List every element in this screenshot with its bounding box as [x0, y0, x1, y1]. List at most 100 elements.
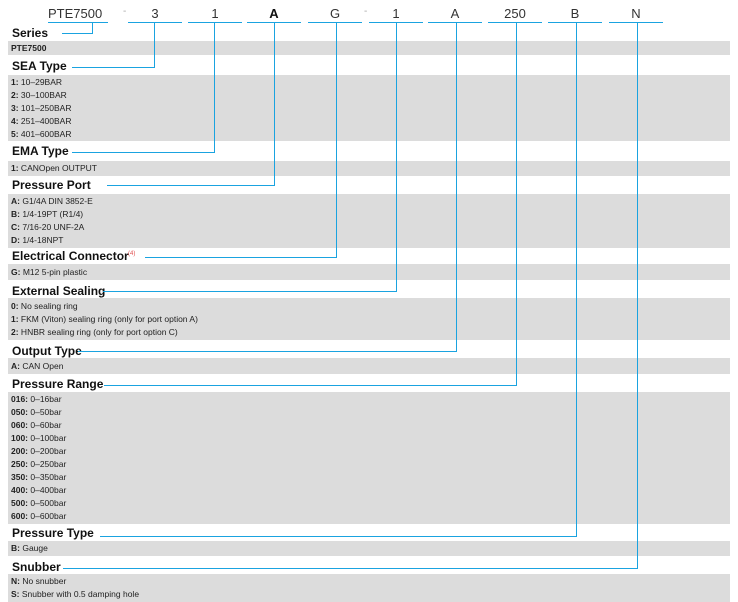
- code-sea-type: 3: [151, 6, 159, 21]
- connector-line: [576, 22, 577, 536]
- option-line: C: 7/16-20 UNF-2A: [11, 221, 84, 234]
- option-text: No snubber: [19, 576, 67, 586]
- option-line: 2: 30–100BAR: [11, 89, 67, 102]
- option-key: 200:: [11, 446, 29, 456]
- option-key: 350:: [11, 472, 29, 482]
- series-options-band: [8, 41, 730, 55]
- option-key: B:: [11, 543, 20, 553]
- ema-type-options-band: [8, 161, 730, 176]
- option-key: 0:: [11, 301, 19, 311]
- pressure-port-options-band: [8, 194, 730, 248]
- option-line: 2: HNBR sealing ring (only for port opti…: [11, 326, 178, 339]
- option-key: 400:: [11, 485, 29, 495]
- option-line: A: CAN Open: [11, 360, 63, 373]
- option-text: Gauge: [19, 543, 48, 553]
- option-line: 250: 0–250bar: [11, 458, 66, 471]
- option-line: G: M12 5-pin plastic: [11, 266, 87, 279]
- option-line: A: G1/4A DIN 3852-E: [11, 195, 93, 208]
- option-text: 251–400BAR: [18, 116, 72, 126]
- option-text: CAN Open: [19, 361, 64, 371]
- option-text: 10–29BAR: [18, 77, 63, 87]
- option-text: 0–400bar: [28, 485, 67, 495]
- section-title-snubber: Snubber: [12, 560, 61, 574]
- connector-line: [456, 22, 457, 352]
- section-title-pressure-type: Pressure Type: [12, 526, 94, 540]
- option-text: 0–100bar: [28, 433, 67, 443]
- code-ema-type: 1: [211, 6, 219, 21]
- connector-line: [154, 22, 155, 67]
- option-text: G1/4A DIN 3852-E: [19, 196, 93, 206]
- option-text: 1/4-18NPT: [19, 235, 64, 245]
- code-underline: [609, 22, 663, 23]
- option-text: 0–500bar: [28, 498, 67, 508]
- option-text: 0–250bar: [28, 459, 67, 469]
- option-key: 1:: [11, 77, 19, 87]
- code-pressure-range: 250: [504, 6, 526, 21]
- output-type-options-band: [8, 358, 730, 374]
- section-title-pressure-port: Pressure Port: [12, 178, 91, 192]
- option-line: 5: 401–600BAR: [11, 128, 72, 141]
- option-text: 7/16-20 UNF-2A: [19, 222, 85, 232]
- option-line: 4: 251–400BAR: [11, 115, 72, 128]
- option-text: 1/4-19PT (R1/4): [19, 209, 84, 219]
- option-line: 1: FKM (Viton) sealing ring (only for po…: [11, 313, 198, 326]
- option-text: 0–350bar: [28, 472, 67, 482]
- connector-line: [214, 22, 215, 152]
- option-line: B: Gauge: [11, 542, 48, 555]
- option-key: 1:: [11, 163, 19, 173]
- option-key: 2:: [11, 327, 19, 337]
- option-line: 350: 0–350bar: [11, 471, 66, 484]
- code-separator: -: [364, 6, 368, 17]
- code-pressure-port: A: [269, 6, 279, 21]
- connector-line: [92, 22, 93, 34]
- option-text: 0–50bar: [28, 407, 62, 417]
- option-line: D: 1/4-18NPT: [11, 234, 63, 247]
- option-line: 600: 0–600bar: [11, 510, 66, 523]
- option-text: FKM (Viton) sealing ring (only for port …: [18, 314, 198, 324]
- code-output-type: A: [450, 6, 460, 21]
- code-underline: [428, 22, 482, 23]
- option-key: C:: [11, 222, 20, 232]
- option-key: A:: [11, 361, 20, 371]
- sea-type-options-band: [8, 75, 730, 141]
- option-key: A:: [11, 196, 20, 206]
- section-title-ema-type: EMA Type: [12, 144, 69, 158]
- connector-line: [78, 351, 457, 352]
- option-key: 1:: [11, 314, 19, 324]
- option-key: 5:: [11, 129, 19, 139]
- option-line: 100: 0–100bar: [11, 432, 66, 445]
- code-series: PTE7500: [48, 6, 103, 21]
- connector-line: [516, 22, 517, 385]
- code-underline: [48, 22, 108, 23]
- option-line: N: No snubber: [11, 575, 66, 588]
- option-key: 250:: [11, 459, 29, 469]
- code-external-sealing: 1: [392, 6, 400, 21]
- connector-line: [100, 536, 577, 537]
- option-text: M12 5-pin plastic: [20, 267, 88, 277]
- option-key: 4:: [11, 116, 19, 126]
- option-line: S: Snubber with 0.5 damping hole: [11, 588, 139, 601]
- code-separator: -: [123, 6, 127, 17]
- option-text: 401–600BAR: [18, 129, 72, 139]
- option-line: 1: 10–29BAR: [11, 76, 62, 89]
- option-key: PTE7500: [11, 43, 47, 53]
- code-underline: [188, 22, 242, 23]
- code-underline: [488, 22, 542, 23]
- connector-line: [107, 185, 275, 186]
- connector-line: [637, 22, 638, 569]
- option-key: 050:: [11, 407, 29, 417]
- electrical-connector-options-band: [8, 264, 730, 280]
- code-electrical-connector: G: [329, 6, 341, 21]
- connector-line: [396, 22, 397, 292]
- option-text: CANOpen OUTPUT: [18, 163, 97, 173]
- option-key: 060:: [11, 420, 29, 430]
- option-text: 0–60bar: [28, 420, 62, 430]
- option-line: B: 1/4-19PT (R1/4): [11, 208, 83, 221]
- option-line: 3: 101–250BAR: [11, 102, 72, 115]
- option-text: Snubber with 0.5 damping hole: [19, 589, 140, 599]
- option-line: PTE7500: [11, 42, 46, 55]
- option-text: 101–250BAR: [18, 103, 72, 113]
- code-pressure-type: B: [570, 6, 580, 21]
- footnote-marker: (4): [128, 251, 136, 257]
- option-key: 100:: [11, 433, 29, 443]
